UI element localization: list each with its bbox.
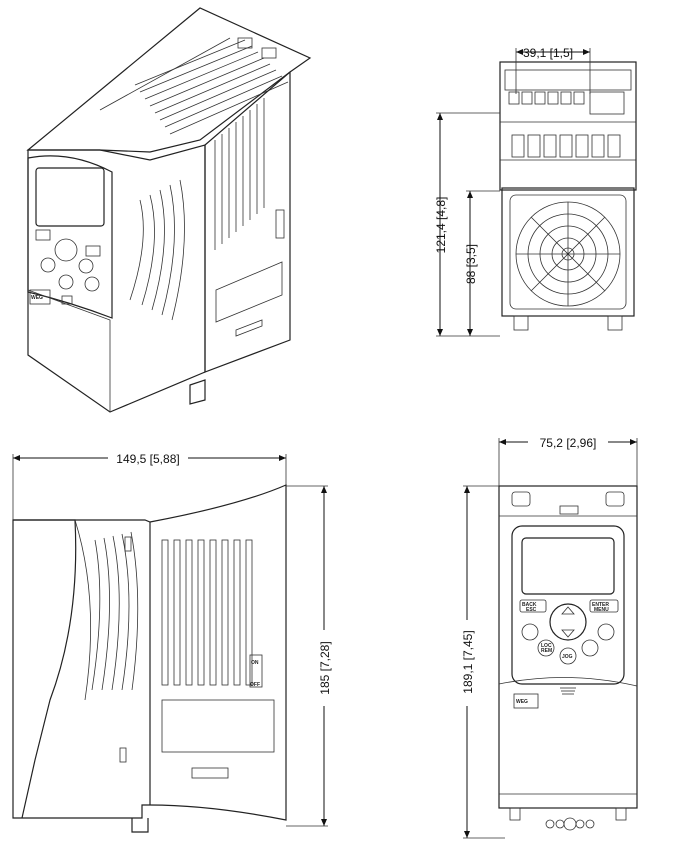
top-height-lower-mm: 88 xyxy=(464,270,478,284)
side-view: ON OFF xyxy=(12,454,328,833)
top-view xyxy=(436,48,637,337)
front-view xyxy=(463,438,638,839)
front-height-in: [7,45] xyxy=(461,630,475,660)
top-height-lower-in: [3,5] xyxy=(464,244,478,267)
side-curved-fins xyxy=(91,531,139,691)
fan-grille xyxy=(515,201,621,307)
switch-on-label: ON xyxy=(251,660,259,666)
top-height-total-in: [4,8] xyxy=(434,197,448,220)
front-logo-box xyxy=(513,693,539,709)
side-width-label: 149,5 [5,88] xyxy=(116,452,179,466)
menu-label: MENU xyxy=(594,607,609,613)
front-width-in: [2,96] xyxy=(566,436,596,450)
esc-label: ESC xyxy=(526,607,537,613)
hmi-stop-button xyxy=(581,639,599,657)
side-width-in: [5,88] xyxy=(150,452,180,466)
back-label: BACK xyxy=(522,602,537,608)
side-view-vents xyxy=(161,539,253,686)
iso-brand-logo: WEG xyxy=(31,295,43,301)
enter-menu-button xyxy=(589,599,619,613)
side-height-label: 185 [7,28] xyxy=(318,641,332,694)
hmi-rotate-button xyxy=(521,623,539,641)
front-grille-marks xyxy=(560,687,576,695)
loc-rem-button xyxy=(537,639,555,657)
top-width-mm: 39,1 xyxy=(523,46,547,60)
front-height-label: 189,1 [7,45] xyxy=(461,630,475,693)
jog-button xyxy=(559,647,577,665)
hmi-display xyxy=(521,537,615,595)
side-height-in: [7,28] xyxy=(318,641,332,671)
isometric-view xyxy=(26,7,312,413)
front-brand-logo: WEG xyxy=(516,699,528,705)
iso-display xyxy=(35,167,105,227)
side-label-area xyxy=(161,699,275,753)
front-terminals xyxy=(509,807,627,831)
side-vents xyxy=(214,98,265,250)
iso-logo xyxy=(29,289,51,305)
top-width-in: [1,5] xyxy=(550,46,573,60)
jog-label: JOG xyxy=(562,654,573,660)
front-width-label: 75,2 [2,96] xyxy=(540,436,597,450)
top-vent-slats xyxy=(134,39,289,135)
top-height-total-mm: 121,4 xyxy=(434,223,448,253)
front-width-mm: 75,2 xyxy=(540,436,564,450)
loc-label: LOC xyxy=(541,643,552,649)
rem-label: REM xyxy=(541,648,552,654)
side-width-mm: 149,5 xyxy=(116,452,146,466)
switch-off-label: OFF xyxy=(250,682,260,688)
back-esc-button xyxy=(519,599,547,613)
enter-label: ENTER xyxy=(592,602,609,608)
hmi-arrow-ring xyxy=(549,603,587,641)
top-width-label: 39,1 [1,5] xyxy=(523,46,573,60)
on-off-switch xyxy=(249,654,263,688)
top-height-total-label: 121,4 [4,8] xyxy=(434,197,448,254)
hmi-panel xyxy=(511,525,625,685)
front-fins xyxy=(129,179,185,321)
side-height-mm: 185 xyxy=(318,674,332,694)
hmi-start-button xyxy=(597,623,615,641)
front-height-mm: 189,1 xyxy=(461,663,475,693)
top-height-lower-label: 88 [3,5] xyxy=(464,244,478,284)
